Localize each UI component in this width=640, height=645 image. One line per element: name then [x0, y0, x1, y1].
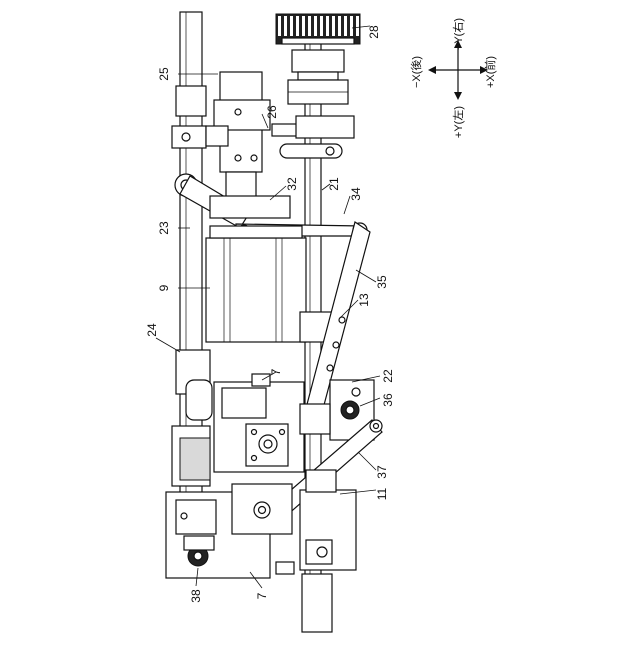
bottom-cylinder [302, 574, 332, 632]
block-24 [172, 350, 212, 486]
gear-tooth [302, 16, 305, 36]
axis-label-neg-x: −X(後) [409, 56, 423, 88]
gear-tooth [284, 16, 287, 36]
label-11: 11 [375, 487, 389, 500]
label-28: 28 [367, 25, 381, 39]
gear-tooth [308, 16, 311, 36]
gear-tooth [314, 16, 317, 36]
gear-tooth [290, 16, 293, 36]
housing-7-lower [166, 484, 294, 578]
block-11 [300, 470, 356, 570]
label-37: 37 [375, 465, 389, 479]
axis-label-pos-y: +Y(左) [452, 106, 465, 138]
gear-tooth [326, 16, 329, 36]
gear-tooth [278, 16, 281, 36]
gear-tooth [338, 16, 341, 36]
label-7-lower: 7 [255, 592, 269, 599]
gear-tooth [344, 16, 347, 36]
gear-28 [276, 14, 360, 104]
axis-label-neg-y: −Y(右) [451, 18, 465, 50]
label-22: 22 [381, 369, 395, 383]
label-24: 24 [145, 323, 159, 337]
arrow-down-icon [454, 92, 462, 100]
housing-7-upper [214, 374, 304, 472]
label-36: 36 [381, 393, 395, 407]
label-23: 23 [157, 221, 171, 235]
label-35: 35 [375, 275, 389, 289]
label-9: 9 [157, 284, 171, 291]
label-25: 25 [157, 67, 171, 81]
label-32: 32 [285, 177, 299, 191]
gear-tooth [332, 16, 335, 36]
axis-label-pos-x: +X(前) [483, 56, 497, 88]
gear-tooth [320, 16, 323, 36]
axis-indicator: −X(後) −Y(右) +Y(左) +X(前) [409, 18, 497, 138]
label-13: 13 [357, 293, 371, 307]
label-7-upper: 7 [269, 368, 283, 375]
shaft-clamp [272, 116, 354, 158]
arrow-left-icon [428, 66, 436, 74]
label-38: 38 [189, 589, 203, 603]
label-21: 21 [327, 177, 341, 191]
gear-tooth [350, 16, 353, 36]
label-34: 34 [349, 187, 363, 201]
label-26: 26 [265, 105, 279, 119]
motor-9 [206, 226, 306, 342]
gear-tooth [296, 16, 299, 36]
gear-tooth [356, 16, 359, 36]
